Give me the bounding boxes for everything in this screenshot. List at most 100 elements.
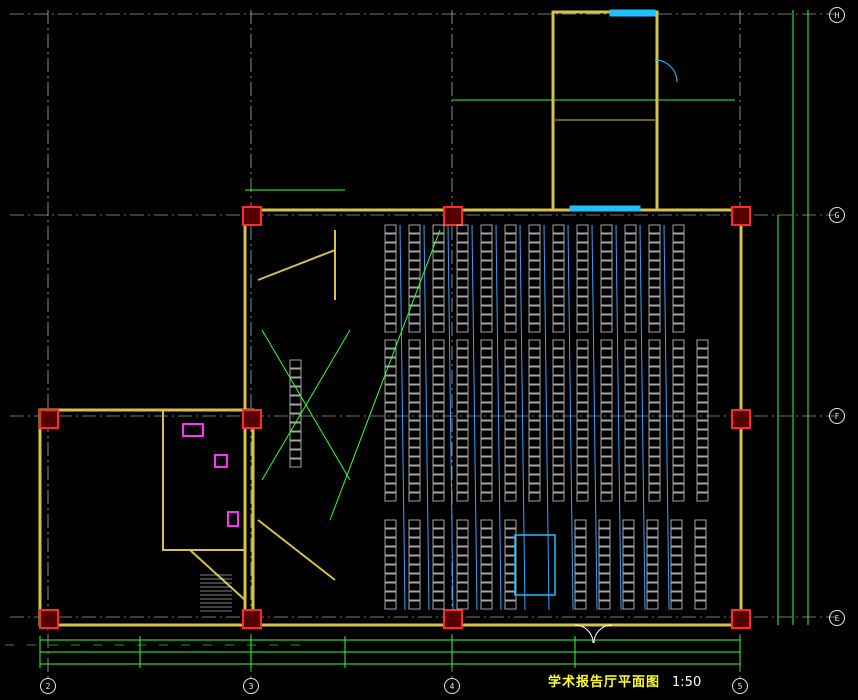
seat: [480, 474, 493, 484]
seat: [576, 393, 589, 403]
seat: [648, 251, 661, 261]
seat: [408, 411, 421, 421]
seat: [528, 393, 541, 403]
seat: [384, 492, 397, 502]
seat: [456, 251, 469, 261]
seat: [694, 528, 707, 538]
seat: [504, 528, 517, 538]
seat: [576, 251, 589, 261]
seat: [504, 224, 517, 234]
seat: [600, 456, 613, 466]
sink-fixture: [227, 511, 239, 527]
seat: [646, 564, 659, 574]
seat: [648, 278, 661, 288]
seat: [528, 269, 541, 279]
seat: [600, 375, 613, 385]
seat: [646, 582, 659, 592]
seat: [624, 224, 637, 234]
seat: [504, 305, 517, 315]
sink-fixture: [182, 423, 204, 437]
seat: [432, 224, 445, 234]
seat: [624, 483, 637, 493]
seat: [408, 492, 421, 502]
seat: [648, 323, 661, 333]
seat: [648, 447, 661, 457]
door-swing: [574, 624, 594, 644]
axis-label-right-F: F: [829, 408, 845, 424]
seat: [672, 305, 685, 315]
seat: [528, 348, 541, 358]
axis-label-bottom-4: 4: [444, 678, 460, 694]
seat: [528, 287, 541, 297]
seat: [480, 384, 493, 394]
aisle-guide-line: [519, 224, 526, 611]
seat: [456, 278, 469, 288]
seat: [480, 519, 493, 529]
seat: [384, 278, 397, 288]
seat: [408, 456, 421, 466]
seat: [552, 224, 565, 234]
seat: [552, 251, 565, 261]
seat: [408, 420, 421, 430]
seat: [694, 546, 707, 556]
seat: [504, 366, 517, 376]
seat: [480, 233, 493, 243]
seat: [480, 323, 493, 333]
seat: [456, 492, 469, 502]
aisle-guide-line: [639, 224, 646, 611]
seat: [552, 314, 565, 324]
seat: [576, 411, 589, 421]
seat: [648, 242, 661, 252]
seat: [600, 393, 613, 403]
axis-label-bottom-3: 3: [243, 678, 259, 694]
seat: [456, 591, 469, 601]
seat: [624, 420, 637, 430]
seat: [504, 465, 517, 475]
aisle-guide-line: [591, 224, 598, 611]
seat: [504, 600, 517, 610]
seat: [648, 260, 661, 270]
seat: [646, 600, 659, 610]
seat: [672, 233, 685, 243]
seat: [504, 492, 517, 502]
seat: [528, 465, 541, 475]
seat: [384, 375, 397, 385]
seat: [408, 314, 421, 324]
seat: [384, 555, 397, 565]
seat: [696, 384, 709, 394]
seat: [504, 393, 517, 403]
seat: [432, 242, 445, 252]
seat: [694, 591, 707, 601]
seat: [504, 278, 517, 288]
seat: [504, 233, 517, 243]
seat: [576, 438, 589, 448]
seat: [672, 323, 685, 333]
aisle-guide-line: [399, 224, 406, 611]
seat: [624, 438, 637, 448]
seat: [672, 447, 685, 457]
seat: [624, 323, 637, 333]
seat: [528, 251, 541, 261]
seat: [598, 519, 611, 529]
seat: [696, 492, 709, 502]
seat: [504, 348, 517, 358]
seat: [600, 251, 613, 261]
structural-column: [443, 206, 463, 226]
seat: [432, 305, 445, 315]
seat: [384, 357, 397, 367]
aisle-guide-line: [471, 224, 478, 611]
seat: [408, 348, 421, 358]
interior-wall: [257, 249, 336, 281]
seat: [456, 438, 469, 448]
seat: [576, 296, 589, 306]
seat: [624, 269, 637, 279]
seat: [648, 233, 661, 243]
seat: [456, 305, 469, 315]
seat: [456, 546, 469, 556]
seat: [622, 564, 635, 574]
seat: [504, 242, 517, 252]
seat: [432, 357, 445, 367]
seat: [694, 519, 707, 529]
window-fixture: [569, 205, 641, 212]
